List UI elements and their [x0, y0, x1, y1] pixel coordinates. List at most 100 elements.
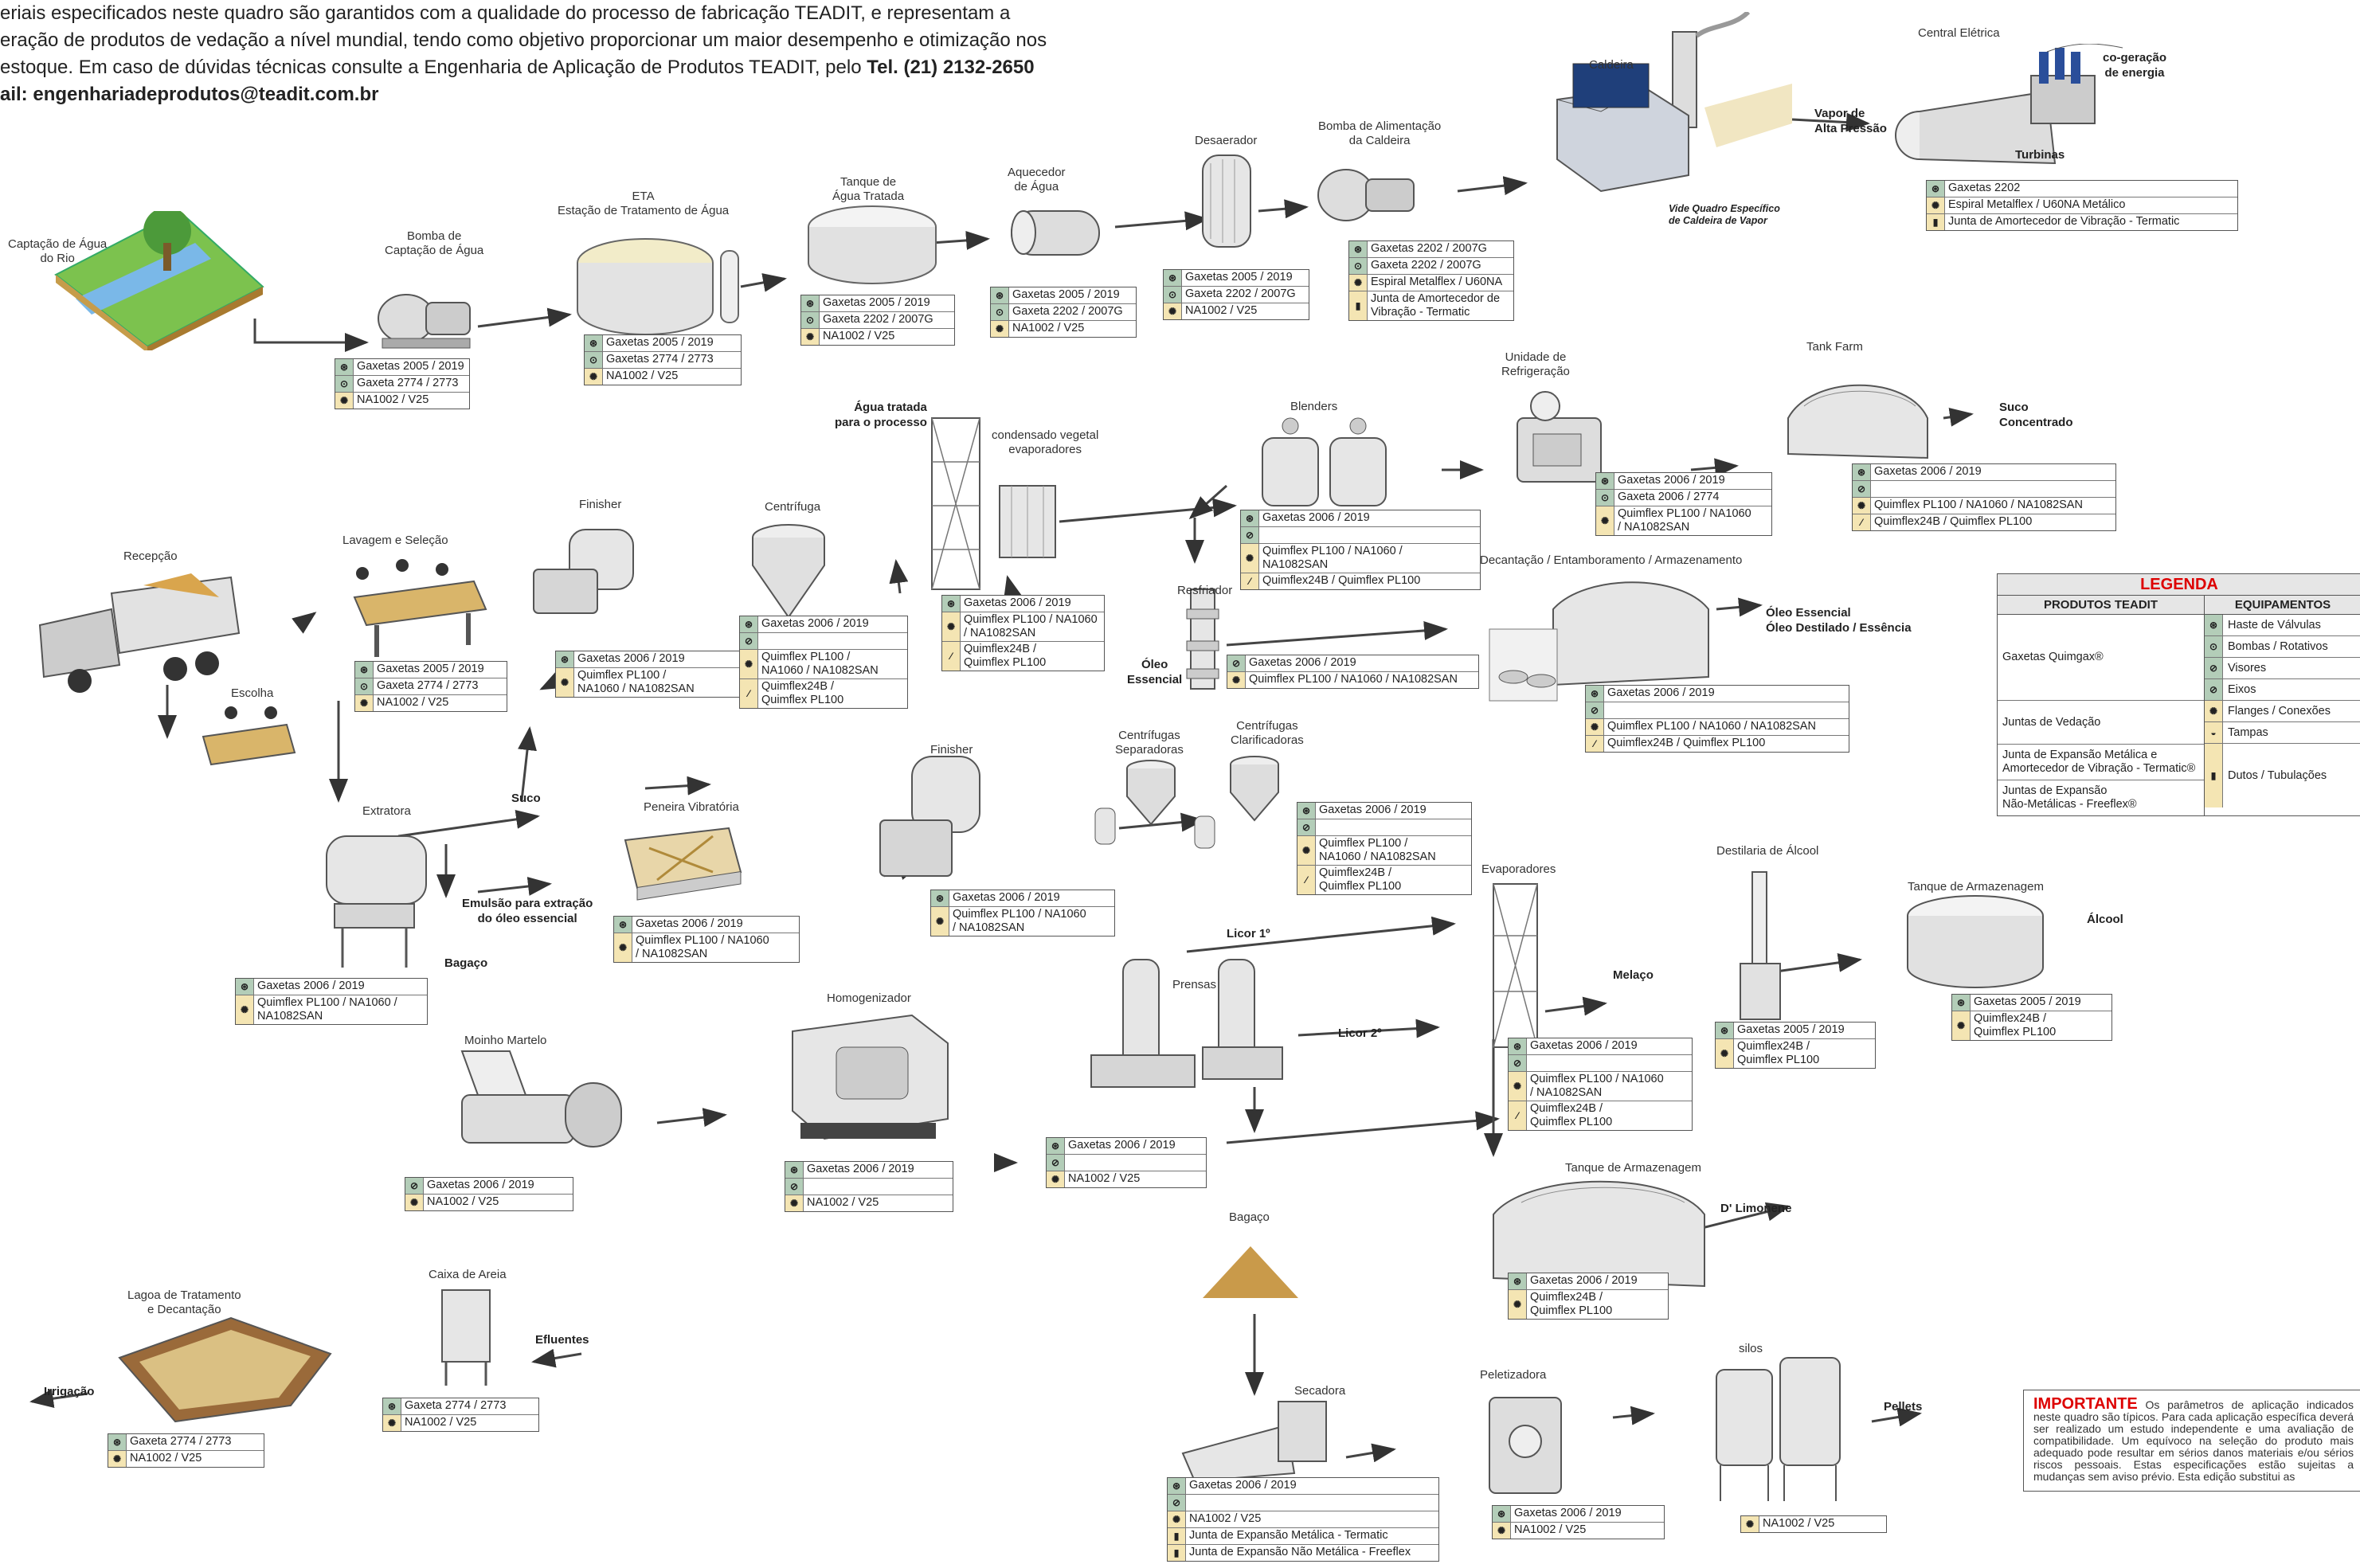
- legend-equipment: Bombas / Rotativos: [2228, 640, 2328, 653]
- sand-box-illustration: [441, 1289, 491, 1386]
- captacao-label: Captação de Água do Rio: [8, 237, 108, 265]
- table-cell: NA1002 / V25: [130, 1452, 202, 1464]
- centrifuges-illustration: [1094, 756, 1279, 849]
- table-cell: Gaxetas 2006 / 2019: [1607, 686, 1715, 699]
- table-lavagem: ⊛Gaxetas 2005 / 2019 ⊙Gaxeta 2774 / 2773…: [354, 661, 507, 712]
- table-cell: Gaxetas 2005 / 2019: [1012, 288, 1120, 301]
- turbinas-label: Turbinas: [2015, 148, 2065, 162]
- peletizadora-label: Peletizadora: [1480, 1368, 1547, 1382]
- intro-line-3: estoque. Em caso de dúvidas técnicas con…: [0, 57, 867, 78]
- pump-icon: ⊙: [2205, 636, 2223, 657]
- table-cell: Quimflex24B / Quimflex PL100: [1737, 1040, 1820, 1066]
- flange-icon: ✺: [2205, 701, 2223, 721]
- unidade-refrig-label: Unidade de Refrigeração: [1501, 350, 1570, 378]
- table-cell: Gaxetas 2006 / 2019: [1249, 656, 1356, 669]
- table-cell: Gaxetas 2006 / 2019: [1514, 1507, 1622, 1519]
- table-cell: Quimflex PL100 / NA1060 / NA1082SAN: [1319, 837, 1436, 863]
- table-cell: Gaxetas 2005 / 2019: [1737, 1023, 1845, 1036]
- table-cell: Junta de Expansão Metálica - Termatic: [1189, 1529, 1388, 1542]
- table-cell: Gaxetas 2006 / 2019: [427, 1179, 534, 1191]
- table-cell: Junta de Amortecedor de Vibração - Terma…: [1948, 215, 2180, 228]
- pump-illustration: [378, 294, 471, 349]
- table-finisher-1: ⊛Gaxetas 2006 / 2019 ✺Quimflex PL100 / N…: [555, 651, 740, 698]
- table-cell: Quimflex24B / Quimflex PL100: [761, 680, 844, 706]
- decantacao-label: Decantação / Entamboramento / Armazename…: [1480, 553, 1743, 567]
- extratora-label: Extratora: [362, 804, 411, 818]
- legend-product: Gaxetas Quimgax®: [1998, 615, 2204, 701]
- dryer-illustration: [1181, 1401, 1327, 1483]
- tanque-arm-1-label: Tanque de Armazenagem: [1908, 880, 2044, 893]
- table-aquecedor: ⊛Gaxetas 2005 / 2019 ⊙Gaxeta 2202 / 2007…: [990, 287, 1137, 338]
- tank-farm-illustration: [1787, 384, 1928, 459]
- prensas-label: Prensas: [1172, 978, 1217, 991]
- desaerador-label: Desaerador: [1195, 134, 1258, 147]
- table-cell: NA1002 / V25: [1514, 1523, 1587, 1536]
- table-peneira: ⊛Gaxetas 2006 / 2019 ✺Quimflex PL100 / N…: [613, 916, 800, 963]
- table-cell: Gaxetas 2006 / 2019: [1530, 1039, 1638, 1052]
- table-cell: Gaxetas 2005 / 2019: [1974, 995, 2081, 1008]
- legend-equipment: Tampas: [2228, 726, 2268, 739]
- feed-pump-illustration: [1317, 169, 1415, 221]
- peneira-label: Peneira Vibratória: [644, 800, 739, 814]
- table-cell: Quimflex24B / Quimflex PL100: [1874, 515, 2033, 528]
- irrigacao-label: Irrigação: [44, 1385, 95, 1398]
- table-cell: NA1002 / V25: [823, 330, 895, 342]
- table-cell: Quimflex24B / Quimflex PL100: [964, 643, 1047, 669]
- caixa-areia-label: Caixa de Areia: [429, 1268, 507, 1281]
- table-cell: NA1002 / V25: [357, 393, 429, 406]
- table-cell: Gaxeta 2006 / 2774: [1618, 491, 1720, 503]
- intro-line-2: eração de produtos de vedação a nível mu…: [0, 29, 1047, 51]
- caldeira-label: Caldeira: [1589, 58, 1634, 72]
- important-text: Os parâmetros de aplicação indicados nes…: [2033, 1398, 2354, 1483]
- destilaria-label: Destilaria de Álcool: [1716, 844, 1819, 858]
- evaporator-tower-illustration: [931, 417, 1056, 590]
- legend-equipment: Haste de Válvulas: [2228, 619, 2321, 632]
- alcohol-tank-illustration: [1907, 895, 2044, 988]
- table-cell: Gaxetas 2005 / 2019: [823, 296, 930, 309]
- table-cell: Quimflex PL100 / NA1060 / NA1082SAN: [1618, 507, 1751, 534]
- intro-line-1: eriais especificados neste quadro são ga…: [0, 2, 1011, 24]
- table-cell: Gaxetas 2006 / 2019: [257, 980, 365, 992]
- table-cell: Gaxetas 2006 / 2019: [964, 596, 1071, 609]
- table-centrifugas: ⊛Gaxetas 2006 / 2019 ⊘ ✺Quimflex PL100 /…: [1297, 802, 1472, 895]
- table-cell: Quimflex PL100 / NA1060 / NA1082SAN: [761, 651, 879, 677]
- table-finisher-2: ⊛Gaxetas 2006 / 2019 ✺Quimflex PL100 / N…: [930, 890, 1115, 936]
- moinho-label: Moinho Martelo: [464, 1034, 547, 1047]
- truck-illustration: [38, 573, 241, 693]
- table-cell: Gaxetas 2006 / 2019: [953, 891, 1060, 904]
- table-extratora: ⊛Gaxetas 2006 / 2019 ✺Quimflex PL100 / N…: [235, 978, 428, 1025]
- vapor-label: Vapor de Alta Pressão: [1814, 107, 1887, 135]
- table-cell: Gaxetas 2005 / 2019: [357, 360, 464, 373]
- centrifuge-illustration: [752, 524, 825, 619]
- table-cell: NA1002 / V25: [427, 1195, 499, 1208]
- table-cell: Quimflex PL100 / NA1060 / NA1082SAN: [577, 669, 695, 695]
- legend-equipment: Dutos / Tubulações: [2228, 769, 2327, 782]
- important-title: IMPORTANTE: [2033, 1395, 2138, 1413]
- tanque-arm-2-label: Tanque de Armazenagem: [1565, 1161, 1701, 1175]
- intro-phone: Tel. (21) 2132-2650: [867, 57, 1035, 78]
- distillery-illustration: [1740, 871, 1781, 1020]
- table-secadora: ⊛Gaxetas 2006 / 2019 ⊘ ✺NA1002 / V25 ▮Ju…: [1167, 1477, 1439, 1562]
- table-cell: Gaxetas 2202 / 2007G: [1371, 242, 1487, 255]
- table-cell: Gaxetas 2006 / 2019: [1262, 511, 1370, 524]
- table-cell: NA1002 / V25: [606, 370, 679, 382]
- table-cell: Quimflex PL100 / NA1060 / NA1082SAN: [953, 908, 1086, 934]
- table-cell: Quimflex PL100 / NA1060 / NA1082SAN: [1874, 499, 2083, 511]
- table-cell: Gaxeta 2202 / 2007G: [1012, 305, 1123, 318]
- table-cell: Quimflex24B / Quimflex PL100: [1974, 1012, 2057, 1038]
- recepcao-label: Recepção: [123, 549, 178, 563]
- lavagem-label: Lavagem e Seleção: [342, 534, 448, 547]
- table-cell: Gaxetas 2006 / 2019: [1530, 1274, 1638, 1287]
- turbine-illustration: [1895, 44, 2123, 165]
- table-cell: Gaxeta 2202 / 2007G: [823, 313, 933, 326]
- pellets-label: Pellets: [1884, 1400, 1923, 1414]
- table-silos: ✺NA1002 / V25: [1740, 1515, 1887, 1533]
- table-cell: Quimflex24B / Quimflex PL100: [1319, 866, 1402, 893]
- suco-concentrado-label: Suco Concentrado: [1999, 401, 2073, 429]
- blenders-illustration: [1262, 417, 1387, 506]
- table-cell: NA1002 / V25: [1763, 1517, 1835, 1530]
- table-cell: Gaxetas 2006 / 2019: [577, 652, 685, 665]
- legend-box: LEGENDA PRODUTOS TEADIT EQUIPAMENTOS Gax…: [1997, 573, 2360, 816]
- cogeracao-label: co-geração de energia: [2103, 51, 2167, 80]
